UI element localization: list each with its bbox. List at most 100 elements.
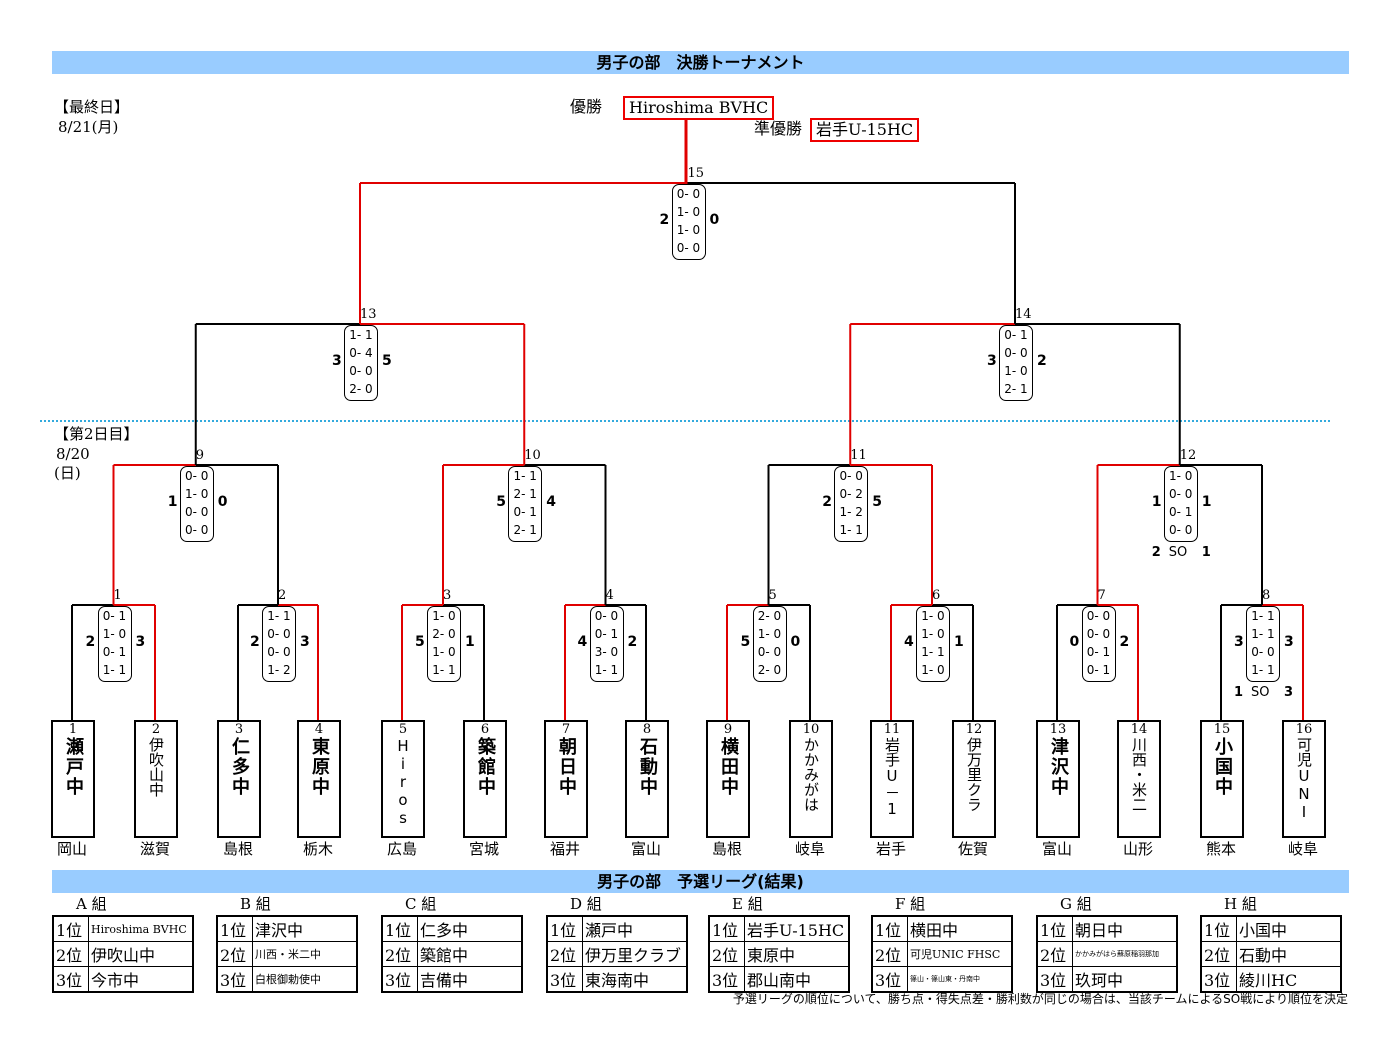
- set-score: 1- 0: [1169, 469, 1193, 483]
- rank-label: 1位: [871, 915, 908, 942]
- rank-team: 白根御勅使中: [252, 966, 358, 993]
- rank-team: 仁多中: [417, 915, 523, 942]
- match-number: 1: [113, 588, 122, 603]
- rank-team: 小国中: [1236, 915, 1342, 942]
- rank-label: 1位: [52, 915, 89, 942]
- team-prefecture: 島根: [222, 840, 253, 858]
- group-title: B 組: [240, 895, 271, 913]
- rank-label: 2位: [871, 941, 908, 967]
- set-score: 0- 1: [1086, 663, 1111, 677]
- set-score: 1- 0: [1004, 364, 1028, 378]
- team-prefecture: 島根: [711, 840, 742, 858]
- shootout-label: SO: [1251, 685, 1270, 700]
- rank-label: 2位: [1200, 941, 1237, 967]
- left-total: 4: [904, 634, 914, 650]
- set-score: 0- 0: [1004, 346, 1028, 360]
- set-score: 1- 0: [757, 627, 782, 641]
- left-total: 5: [415, 634, 425, 650]
- match-number: 6: [932, 588, 941, 603]
- team-seed: 15: [1213, 722, 1231, 737]
- team-seed: 4: [314, 722, 324, 737]
- team-prefecture: 福井: [549, 840, 580, 858]
- set-score: 0- 0: [349, 364, 373, 378]
- rank-team: 築館中: [417, 941, 523, 967]
- group-title: C 組: [405, 895, 437, 913]
- rank-team: 津沢中: [252, 915, 358, 942]
- team-seed: 1: [68, 722, 78, 737]
- set-score: 2- 1: [513, 523, 537, 537]
- set-score: 0- 0: [839, 469, 863, 483]
- set-score: 0- 1: [102, 645, 127, 659]
- league-title-banner: 男子の部 予選リーグ(結果): [52, 870, 1349, 893]
- rank-team: 瀬戸中: [582, 915, 688, 942]
- set-score: 0- 0: [1169, 523, 1193, 537]
- right-total: 5: [382, 353, 392, 369]
- set-score: 0- 1: [513, 505, 537, 519]
- match-number: 13: [360, 307, 377, 322]
- tournament-title-banner: 男子の部 決勝トーナメント: [52, 51, 1349, 74]
- group-row: 2位可児UNIC FHSC: [871, 941, 1013, 967]
- team-name: 可児UNI: [1295, 737, 1313, 821]
- set-score: 2- 1: [513, 487, 537, 501]
- day-divider: [40, 420, 1330, 422]
- set-score: 1- 0: [432, 609, 456, 623]
- set-score: 1- 1: [102, 663, 127, 677]
- shootout-right: 3: [1284, 685, 1294, 700]
- rank-label: 2位: [216, 941, 253, 967]
- match-number: 7: [1097, 588, 1106, 603]
- set-scores: 1- 1 2- 1 0- 1 2- 1: [508, 466, 543, 542]
- set-score: 1- 0: [921, 663, 945, 677]
- set-score: 0- 0: [185, 505, 209, 519]
- team-name: 朝日中: [556, 737, 577, 797]
- rank-label: 2位: [381, 941, 418, 967]
- rank-label: 2位: [546, 941, 583, 967]
- team-seed: 16: [1295, 722, 1313, 737]
- rank-label: 3位: [708, 966, 745, 993]
- team-name: 東原中: [309, 737, 330, 797]
- team-prefecture: 岐阜: [794, 840, 825, 858]
- left-total: 3: [1234, 634, 1244, 650]
- group-title: D 組: [570, 895, 602, 913]
- set-score: 0- 0: [757, 645, 782, 659]
- rank-label: 3位: [216, 966, 253, 993]
- group-row: 3位郡山南中: [708, 966, 850, 993]
- group-row: 3位綾川HC: [1200, 966, 1342, 993]
- match-number: 5: [768, 588, 777, 603]
- set-score: 1- 1: [513, 469, 537, 483]
- shootout-left: 2: [1151, 545, 1161, 560]
- team-name: 横田中: [718, 737, 739, 797]
- final-day-label: 【最終日】: [54, 98, 130, 116]
- group-title: E 組: [732, 895, 763, 913]
- set-score: 1- 1: [921, 645, 945, 659]
- right-total: 2: [627, 634, 638, 650]
- team-name: 小国中: [1212, 737, 1233, 797]
- set-score: 1- 0: [921, 609, 945, 623]
- rank-team: 伊吹山中: [88, 941, 194, 967]
- right-total: 2: [1119, 634, 1130, 650]
- set-score: 0- 1: [1169, 505, 1193, 519]
- rank-team: 綾川HC: [1236, 966, 1342, 993]
- team-seed: 13: [1049, 722, 1067, 737]
- set-score: 1- 0: [921, 627, 945, 641]
- team-name: 津沢中: [1048, 737, 1069, 797]
- rank-team: 郡山南中: [744, 966, 850, 993]
- right-total: 4: [546, 494, 556, 510]
- set-score: 1- 1: [432, 663, 456, 677]
- team-name: 伊吹山中: [147, 737, 165, 797]
- second-day-date: 8/20: [56, 445, 90, 463]
- final-day-date: 8/21(月): [58, 118, 119, 136]
- match-number: 15: [687, 166, 705, 181]
